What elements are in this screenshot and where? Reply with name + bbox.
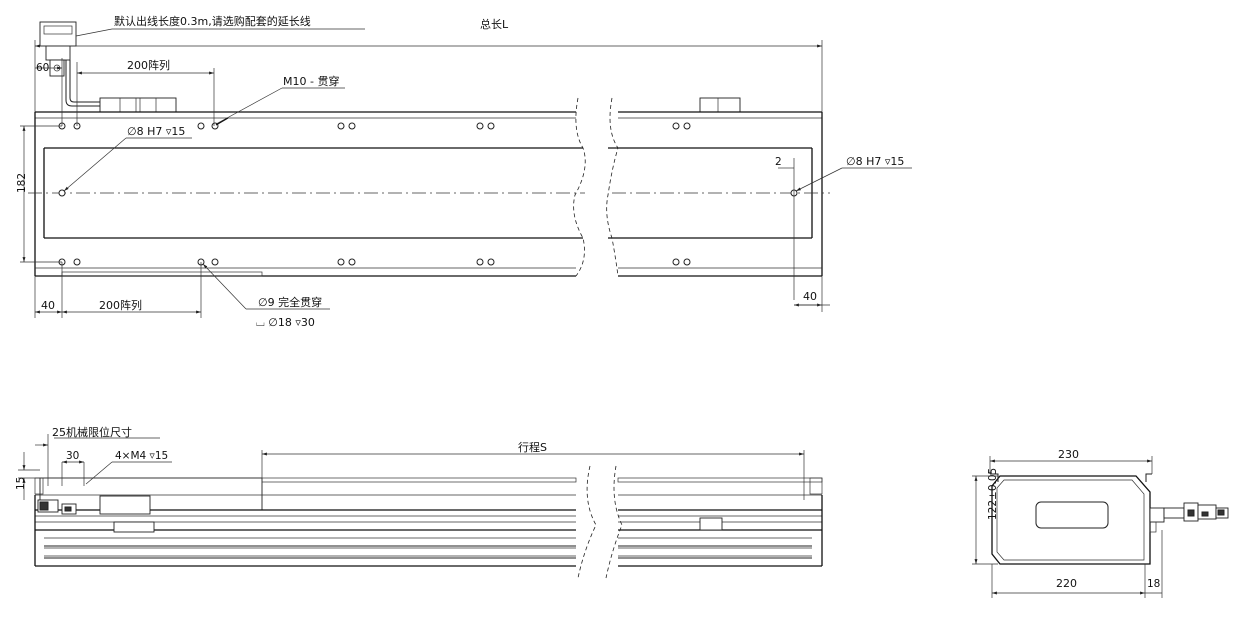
side-sensor: [99, 495, 151, 515]
dim-18: 18: [1147, 578, 1160, 590]
dim-15: 15: [15, 477, 27, 490]
counterbore-label: ⌴ ∅18 ▿30: [256, 316, 315, 329]
stroke-label: 行程S: [518, 441, 547, 454]
sensor-block-right: [699, 97, 741, 113]
dim-60: 60: [36, 62, 49, 74]
cable-connector: [39, 21, 113, 107]
hole-left-label: ∅8 H7 ▿15: [127, 125, 185, 138]
height-122: 122±0.05: [987, 468, 999, 520]
pitch-200-bottom: 200阵列: [99, 298, 142, 312]
m10-label: M10 - 贯穿: [283, 74, 339, 88]
total-length-label: 总长L: [480, 17, 509, 31]
through-hole-label: ∅9 完全贯穿: [258, 295, 322, 309]
end-view-connector: [1149, 502, 1229, 533]
pin-hole-left: [58, 189, 66, 197]
dim-40-right: 40: [803, 290, 817, 303]
sensor-block: [99, 97, 177, 113]
dim-182: 182: [16, 173, 28, 193]
side-sensor-right: [699, 517, 723, 531]
width-230: 230: [1058, 448, 1079, 461]
pitch-200-top: 200阵列: [127, 58, 170, 72]
side-view: [18, 434, 823, 579]
dim-30: 30: [66, 450, 79, 462]
mounting-holes-bottom: [58, 258, 691, 266]
tapped-holes-label: 4×M4 ▿15: [115, 450, 168, 462]
width-220: 220: [1056, 577, 1077, 590]
end-view-window: [1035, 501, 1109, 529]
dim-2: 2: [775, 156, 782, 168]
dim-40-left: 40: [41, 299, 55, 312]
end-view: [972, 456, 1229, 598]
top-view: [20, 21, 912, 318]
cable-note: 默认出线长度0.3m,请选购配套的延长线: [114, 14, 311, 28]
mech-limit-label: 25机械限位尺寸: [52, 425, 132, 439]
hole-right-label: ∅8 H7 ▿15: [846, 155, 904, 168]
